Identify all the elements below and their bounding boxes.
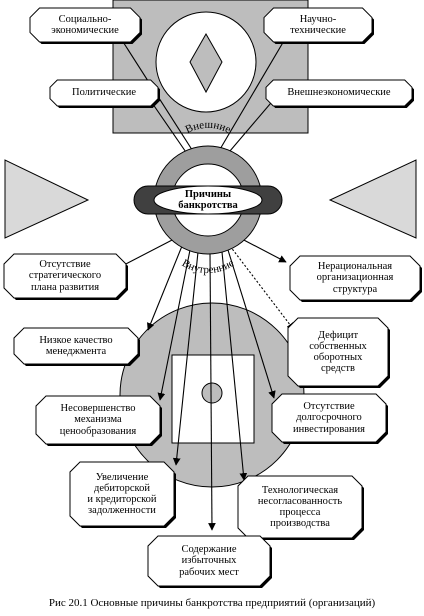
label-box xyxy=(287,317,389,387)
center-label: Причины банкротства xyxy=(178,188,238,211)
label-receivables: Увеличение дебиторской и кредиторской за… xyxy=(87,471,157,517)
right-triangle xyxy=(328,159,417,239)
label-technological-mismatch: Технологическая несогласованность процес… xyxy=(257,484,343,530)
figure-caption: Рис 20.1 Основные причины банкротства пр… xyxy=(48,597,376,609)
label-socio-economic: Социально- экономические xyxy=(51,13,119,36)
label-box xyxy=(35,395,161,445)
internal-ring-label: Внутренние xyxy=(180,257,237,276)
label-box xyxy=(263,7,373,43)
label-no-investment: Отсутствие долгосрочного инвестирования xyxy=(293,401,365,435)
label-box xyxy=(13,327,139,365)
diamond-shape xyxy=(189,32,223,94)
label-box xyxy=(147,535,271,587)
label-low-management: Низкое качество менеджмента xyxy=(39,334,113,357)
center-ellipse xyxy=(153,185,263,215)
label-box xyxy=(69,461,175,527)
label-box xyxy=(265,79,413,107)
label-scientific-technical: Научно- технические xyxy=(290,13,346,36)
label-box xyxy=(3,253,127,299)
label-excess-jobs: Содержание избыточных рабочих мест xyxy=(179,544,239,578)
label-irrational-structure: Нерациональная организационная структура xyxy=(316,261,394,295)
label-box xyxy=(49,79,159,107)
internal-small-circle xyxy=(201,382,223,404)
label-box xyxy=(29,7,141,43)
label-no-strategy: Отсутствие стратегического плана развити… xyxy=(28,259,102,293)
label-pricing-mechanism: Несовершенство механизма ценообразования xyxy=(59,403,137,437)
label-box xyxy=(237,475,363,539)
label-box xyxy=(289,255,421,301)
label-box xyxy=(271,393,387,443)
label-boxes xyxy=(3,7,422,588)
left-triangle xyxy=(4,159,90,239)
internal-arrows xyxy=(117,237,295,531)
label-political: Политические xyxy=(71,87,136,99)
label-working-capital-deficit: Дефицит собственных оборотных средств xyxy=(309,329,367,375)
label-foreign-economic: Внешнеэкономические xyxy=(287,87,391,99)
